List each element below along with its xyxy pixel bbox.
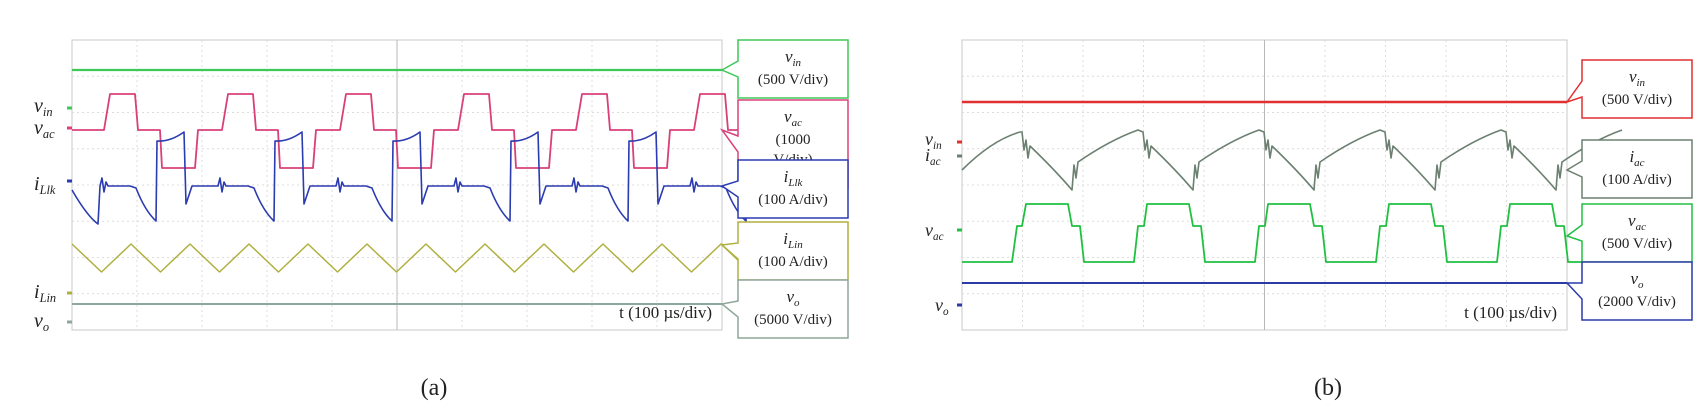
box-vin-a-box: [720, 39, 849, 99]
box-iac-b-scale: (100 A/div): [1602, 172, 1672, 188]
box-iac-b-name: iac: [1629, 147, 1644, 169]
box-ilin-a-symbol: i: [783, 229, 788, 248]
label-vo-b: vo: [935, 295, 949, 318]
label-vin-b-subscript: in: [933, 140, 942, 152]
box-iac-b-symbol: i: [1629, 147, 1634, 166]
label-ilin-a-subscript: Lin: [39, 291, 57, 305]
box-vin-b-name: vin: [1629, 67, 1646, 89]
box-iac-b-subscript: ac: [1634, 157, 1645, 169]
label-iac-b-symbol: i: [925, 145, 930, 165]
marker-vo-b: [957, 303, 962, 307]
label-vo-a-subscript: o: [43, 320, 49, 334]
box-vin-a-name: vin: [785, 47, 802, 69]
trace-ilk-a: [71, 131, 808, 225]
label-vac-b: vac: [925, 220, 944, 243]
label-iac-b: iac: [925, 145, 941, 168]
marker-vac-b: [957, 228, 962, 232]
label-vin-a-subscript: in: [43, 105, 53, 119]
traces-b: [961, 100, 1632, 284]
box-vac-a-name: vac: [784, 107, 802, 129]
box-ilk-a-name: iLlk: [784, 167, 804, 189]
label-vin-a-symbol: v: [34, 95, 43, 117]
box-iac-b-box: [1565, 139, 1693, 199]
scale-boxes-a: vin(500 V/div)vac(1000V/div)iLlk(100 A/d…: [719, 39, 849, 339]
label-ilk-a-subscript: Llk: [39, 183, 56, 197]
marker-ilin-a: [67, 291, 72, 295]
label-vin-b: vin: [925, 129, 942, 152]
box-vac-b-subscript: ac: [1636, 221, 1647, 233]
label-vo-b-symbol: v: [935, 295, 943, 315]
box-vo-b-scale: (2000 V/div): [1598, 294, 1676, 310]
marker-iac-b: [957, 154, 962, 158]
trace-vac-b: [962, 203, 1632, 263]
trace-ilin-a: [71, 243, 752, 273]
box-vo-a-subscript: o: [794, 297, 800, 309]
label-vo-b-subscript: o: [943, 306, 949, 318]
label-vin-a: vin: [34, 95, 53, 119]
box-vin-a-scale: (500 V/div): [758, 72, 828, 88]
box-vac-b-name: vac: [1628, 211, 1646, 233]
box-vac-a-symbol: v: [784, 107, 792, 126]
box-vin-b-box: [1565, 59, 1693, 119]
label-vo-a: vo: [34, 310, 49, 334]
label-vac-a: vac: [34, 117, 55, 141]
box-vin-b-subscript: in: [1636, 77, 1645, 89]
box-vin-b-symbol: v: [1629, 67, 1637, 86]
box-vo-b-symbol: v: [1630, 269, 1638, 288]
label-vac-b-symbol: v: [925, 220, 933, 240]
caption-a: (a): [421, 375, 448, 401]
time-scale-a: t (100 µs/div): [619, 303, 712, 322]
box-vo-a-symbol: v: [786, 287, 794, 306]
box-vac-a-scale: (1000: [776, 132, 811, 148]
box-vo-b-subscript: o: [1638, 279, 1644, 291]
box-ilin-a-subscript: Lin: [787, 239, 803, 251]
box-vac-b-scale: (500 V/div): [1602, 236, 1672, 252]
box-ilk-a-symbol: i: [784, 167, 789, 186]
box-vo-b-name: vo: [1630, 269, 1644, 291]
marker-vac-a: [67, 126, 72, 130]
box-ilk-a-scale: (100 A/div): [758, 192, 828, 208]
marker-ilk-a: [67, 179, 72, 183]
traces-a: [71, 68, 808, 305]
box-vo-b-box: [1565, 261, 1693, 321]
label-iac-b-subscript: ac: [930, 156, 941, 168]
label-ilk-a-symbol: i: [34, 173, 40, 195]
trace-vac-a: [72, 93, 808, 169]
grid-b: [962, 40, 1567, 330]
box-ilin-a-scale: (100 A/div): [758, 254, 828, 270]
caption-b: (b): [1314, 375, 1342, 401]
box-ilin-a-name: iLin: [783, 229, 803, 251]
box-ilk-a-subscript: Llk: [787, 177, 803, 189]
box-ilin-a-box: [720, 221, 849, 281]
trace-iac-b: [961, 129, 1623, 191]
label-vac-a-subscript: ac: [43, 127, 55, 141]
box-vo-a-scale: (5000 V/div): [754, 312, 832, 328]
marker-vin-a: [67, 106, 72, 110]
box-vac-b-box: [1565, 203, 1693, 263]
time-scale-b: t (100 µs/div): [1464, 303, 1557, 322]
marker-vin-b: [957, 140, 962, 144]
label-ilk-a: iLlk: [34, 173, 56, 197]
box-vin-a-symbol: v: [785, 47, 793, 66]
marker-vo-a: [67, 320, 72, 324]
label-ilin-a: iLin: [34, 281, 56, 305]
label-vac-a-symbol: v: [34, 117, 43, 139]
box-vin-b-scale: (500 V/div): [1602, 92, 1672, 108]
box-vo-a-name: vo: [786, 287, 800, 309]
label-ilin-a-symbol: i: [34, 281, 40, 303]
box-vo-a-box: [720, 279, 849, 339]
scale-boxes-b: vin(500 V/div)iac(100 A/div)vac(500 V/di…: [1565, 59, 1693, 321]
box-ilk-a-box: [720, 159, 849, 219]
box-vac-b-symbol: v: [1628, 211, 1636, 230]
label-vac-b-subscript: ac: [933, 231, 944, 243]
label-vin-b-symbol: v: [925, 129, 933, 149]
box-vac-a-subscript: ac: [792, 117, 803, 129]
label-vo-a-symbol: v: [34, 310, 43, 332]
box-vin-a-subscript: in: [792, 57, 801, 69]
